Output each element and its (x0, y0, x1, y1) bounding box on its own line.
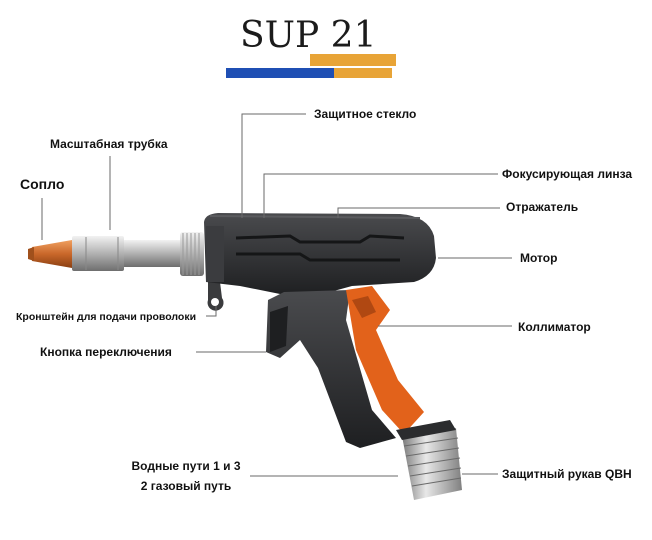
label-scale-tube: Масштабная трубка (50, 137, 168, 151)
label-qbh-sleeve: Защитный рукав QBH (502, 467, 632, 481)
logo-underline-orange (310, 54, 396, 66)
label-protective-glass: Защитное стекло (314, 107, 417, 121)
label-switch-button: Кнопка переключения (40, 345, 172, 359)
gun-handle (266, 286, 424, 448)
logo-text: SUP 21 (240, 15, 377, 56)
label-reflector: Отражатель (506, 200, 579, 214)
label-wire-bracket: Кронштейн для подачи проволоки (16, 311, 197, 323)
wire-bracket-part (207, 280, 224, 311)
label-nozzle: Сопло (20, 176, 65, 192)
brand-logo: SUP 21 (226, 15, 396, 78)
label-motor: Мотор (520, 251, 558, 265)
label-water-paths: Водные пути 1 и 3 2 газовый путь (116, 458, 256, 494)
logo-bar-orange (334, 68, 392, 78)
nozzle-part (28, 240, 72, 268)
label-focusing-lens: Фокусирующая линза (502, 167, 633, 181)
label-water-paths-line2: 2 газовый путь (140, 479, 232, 493)
leader-lines (41, 113, 512, 477)
gun-body (204, 213, 436, 296)
scale-tube-part (72, 236, 180, 271)
logo-bar-blue (226, 68, 334, 78)
label-collimator: Коллиматор (518, 320, 591, 334)
front-collar-part (180, 232, 204, 276)
label-water-paths-line1: Водные пути 1 и 3 (131, 459, 241, 473)
qbh-sleeve-part (396, 420, 462, 500)
